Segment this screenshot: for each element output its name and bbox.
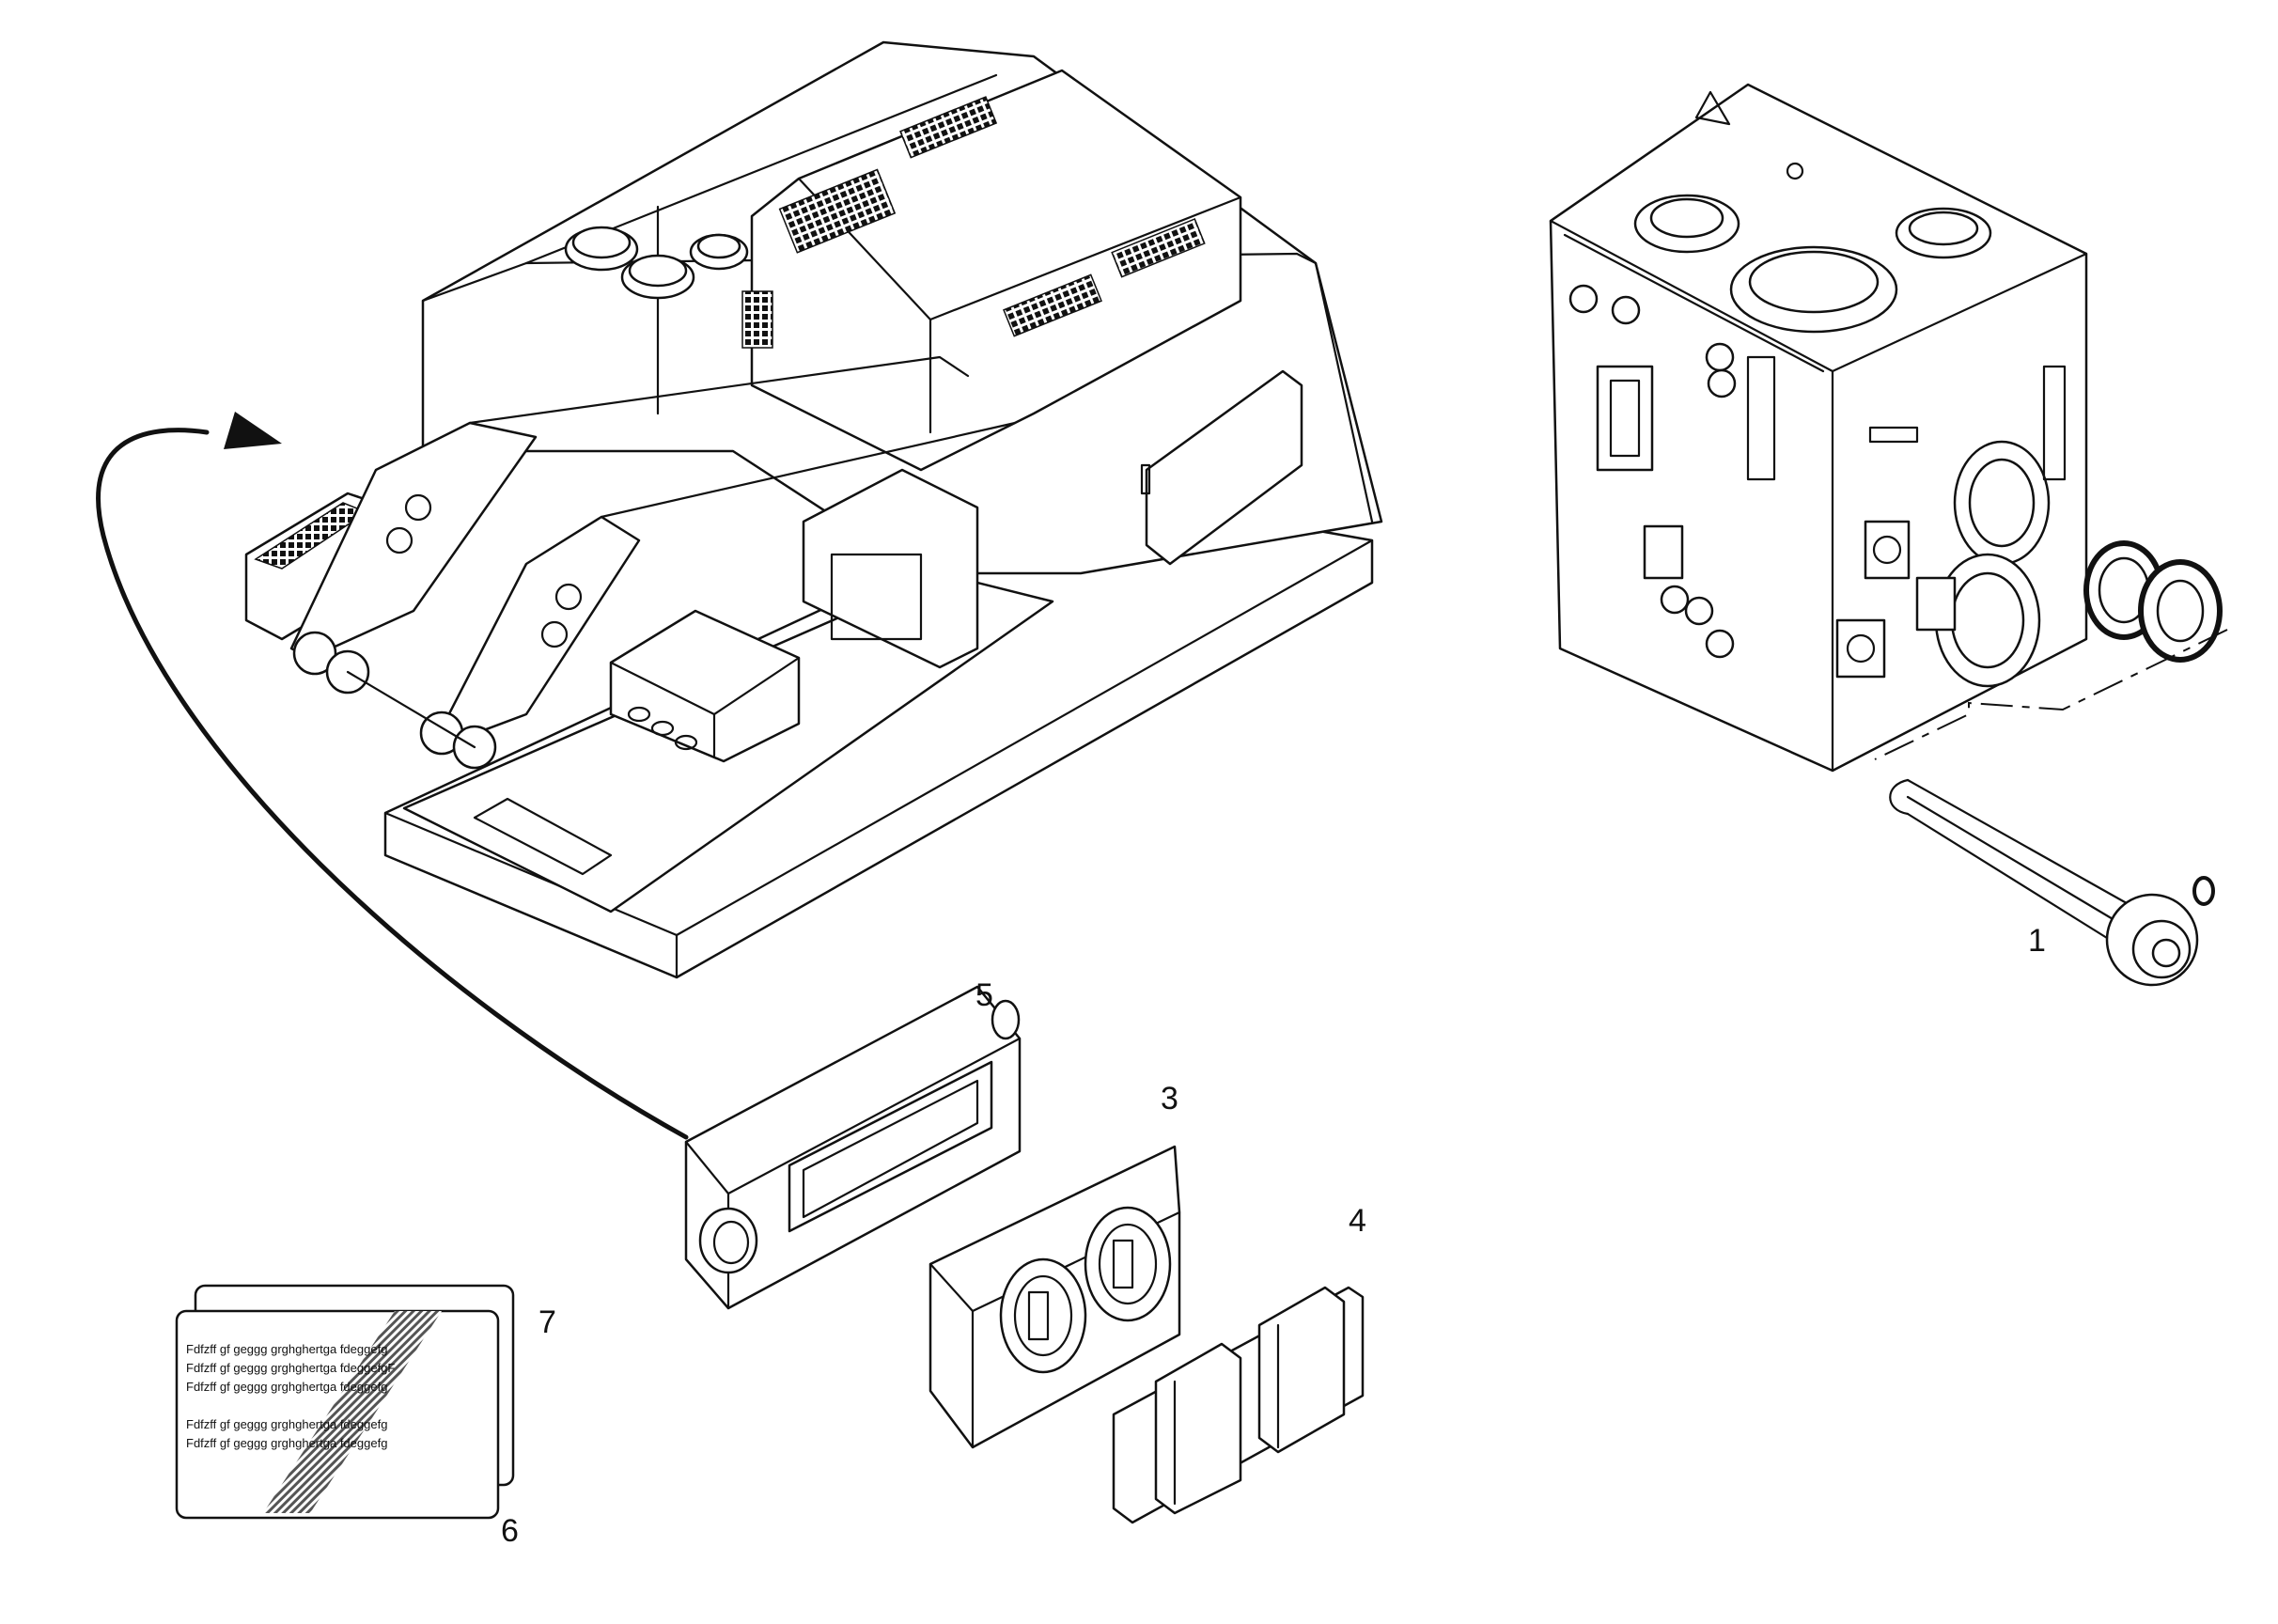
machine-assembly <box>96 40 1383 1140</box>
label-card-line-4: Fdfzff gf geggg grghghertga fdeggefg <box>186 1417 387 1431</box>
card-hatch-band <box>263 1311 442 1513</box>
deck-cutout <box>473 797 613 876</box>
label-card-line-5: Fdfzff gf geggg grghghertga fdeggefg <box>186 1436 387 1450</box>
vent-grille-3 <box>1003 273 1102 337</box>
assembly-arrow-path <box>96 428 689 1140</box>
label-card-line-3: Fdfzff gf geggg grghghertga fdeggefg <box>186 1380 387 1394</box>
tank-left-fittings <box>1568 284 1776 659</box>
tank-right-fittings <box>1835 365 2067 688</box>
label-card-line-2: Fdfzff gf geggg grghghertga fdeggefgF <box>186 1361 395 1375</box>
vent-grille-2 <box>899 96 998 159</box>
tank-assembly <box>1549 83 2228 987</box>
connector-housing <box>684 985 1022 1310</box>
vent-grille-1 <box>778 168 897 254</box>
callout-1: 1 <box>2028 923 2046 959</box>
callout-7: 7 <box>538 1304 556 1340</box>
front-panel <box>802 468 979 669</box>
leader-line-heater <box>1874 629 2228 760</box>
top-flange-group <box>564 226 749 300</box>
gasket-pair <box>2083 540 2223 663</box>
double-socket-insert <box>928 1145 1181 1449</box>
curved-arrow-icon <box>224 412 282 449</box>
callout-3: 3 <box>1161 1081 1178 1116</box>
side-door <box>1145 369 1303 566</box>
callout-4: 4 <box>1349 1203 1366 1239</box>
callout-5: 5 <box>975 977 993 1013</box>
vent-grille-side <box>741 290 773 349</box>
small-block <box>609 609 801 763</box>
label-card-front: Fdfzff gf geggg grghghertga fdeggefg Fdf… <box>175 1309 500 1520</box>
plug-insert <box>1112 1286 1365 1524</box>
callout-6: 6 <box>501 1513 519 1549</box>
label-card-line-1: Fdfzff gf geggg grghghertga fdeggefg <box>186 1342 387 1356</box>
heater-element <box>1889 778 2215 987</box>
vent-grille-4 <box>1111 218 1206 278</box>
linkage-arms <box>289 355 1017 770</box>
